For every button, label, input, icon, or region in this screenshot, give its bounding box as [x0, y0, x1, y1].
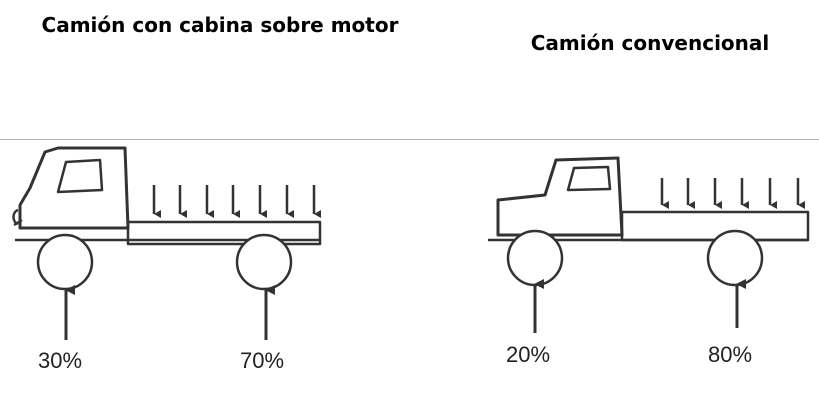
support-arrows-right: [533, 279, 746, 333]
cab-outline: [18, 146, 130, 230]
cargo-bed: [126, 220, 322, 246]
divider: [0, 139, 819, 140]
cargo-bed: [620, 210, 810, 242]
cab-bumper: [12, 208, 23, 227]
conventional-truck: [488, 156, 810, 287]
front-wheel: [36, 233, 94, 291]
cab-window: [56, 158, 104, 194]
rear-wheel: [706, 229, 764, 287]
front-axle-percent-right: 20%: [506, 342, 550, 367]
rear-axle-percent-right: 80%: [708, 342, 752, 367]
support-arrows-left: [64, 285, 275, 340]
hood-and-cab-outline: [496, 156, 624, 237]
load-arrows-right: [660, 178, 805, 209]
cab-window: [566, 165, 612, 192]
front-axle-percent-left: 30%: [38, 348, 82, 373]
load-arrows-left: [152, 185, 321, 218]
front-wheel: [506, 229, 564, 287]
right-title: Camión convencional: [530, 31, 770, 55]
rear-wheel: [235, 233, 293, 291]
rear-axle-percent-left: 70%: [240, 348, 284, 373]
cab-over-truck: [12, 146, 322, 291]
left-title: Camión con cabina sobre motor: [41, 13, 399, 37]
